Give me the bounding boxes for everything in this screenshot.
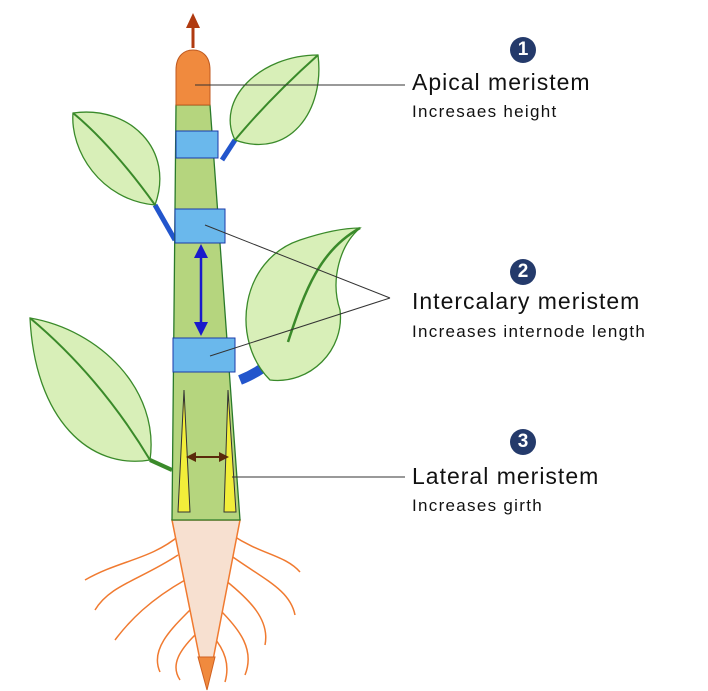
desc-lateral-meristem: Increases girth [412, 496, 543, 515]
leaf-top-left [72, 111, 178, 242]
badge-1: 1 [510, 37, 536, 63]
leaf-middle-right [238, 226, 362, 385]
internode-arrow [194, 244, 208, 336]
lateral-meristem-right [223, 389, 237, 513]
growth-arrow-head [186, 13, 200, 28]
intercalary-band-2 [174, 208, 226, 244]
label-intercalary-meristem: Intercalary meristem [412, 288, 641, 314]
desc-apical-meristem: Incresaes height [412, 102, 558, 121]
leaf-lower-left [29, 317, 173, 472]
badge-2: 2 [510, 259, 536, 285]
apical-meristem-tip [175, 49, 211, 106]
root-hairs [84, 534, 301, 683]
label-apical-meristem: Apical meristem [412, 69, 591, 95]
girth-arrow [186, 452, 229, 462]
lateral-meristem-left [177, 389, 191, 513]
pointer-intercalary-1 [204, 224, 391, 299]
desc-intercalary-meristem: Increases internode length [412, 322, 647, 341]
root [171, 519, 241, 661]
label-lateral-meristem: Lateral meristem [412, 463, 600, 489]
root-tip [197, 656, 216, 691]
intercalary-band-1 [175, 130, 219, 159]
intercalary-band-3 [172, 337, 236, 373]
leaf-top-right [219, 54, 320, 162]
pointer-intercalary-2 [209, 297, 391, 357]
badge-3: 3 [510, 429, 536, 455]
